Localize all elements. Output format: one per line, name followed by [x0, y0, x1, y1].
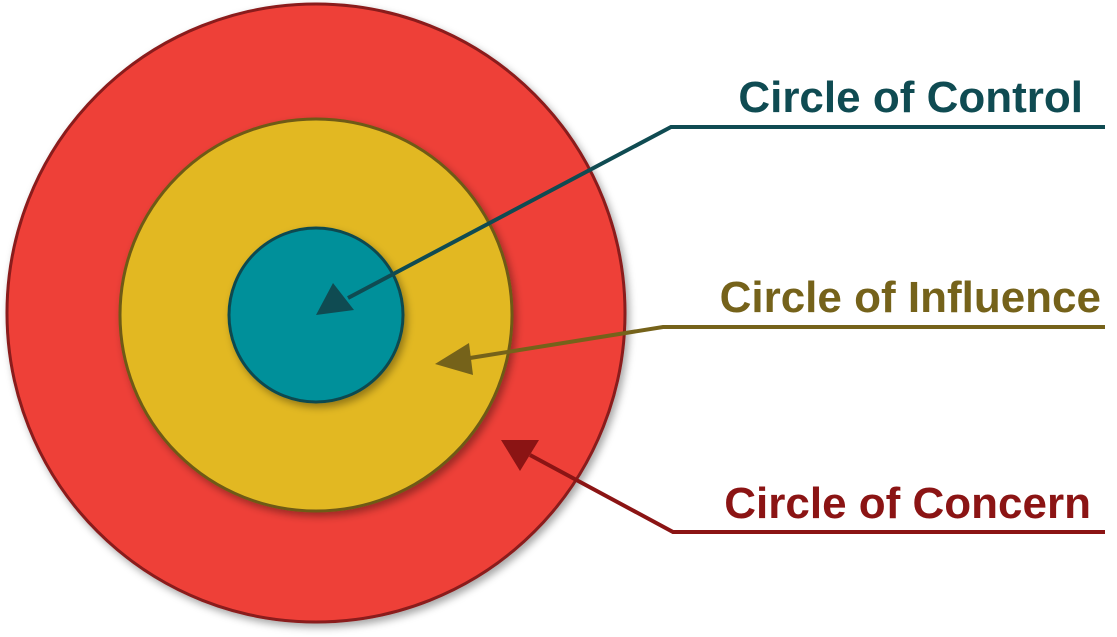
influence-arrowhead [435, 343, 473, 375]
label-circle-of-concern: Circle of Concern [724, 479, 1091, 528]
label-circle-of-control: Circle of Control [738, 73, 1083, 122]
concern-leader [501, 440, 1105, 534]
concern-arrowhead [501, 440, 539, 471]
control-arrowhead [316, 283, 354, 315]
control-leader-line [347, 125, 1105, 300]
label-circle-of-influence: Circle of Influence [720, 273, 1101, 322]
influence-leader-line [469, 325, 1105, 360]
concern-leader-line [529, 453, 1105, 534]
control-leader [316, 125, 1105, 315]
influence-leader [435, 325, 1105, 375]
